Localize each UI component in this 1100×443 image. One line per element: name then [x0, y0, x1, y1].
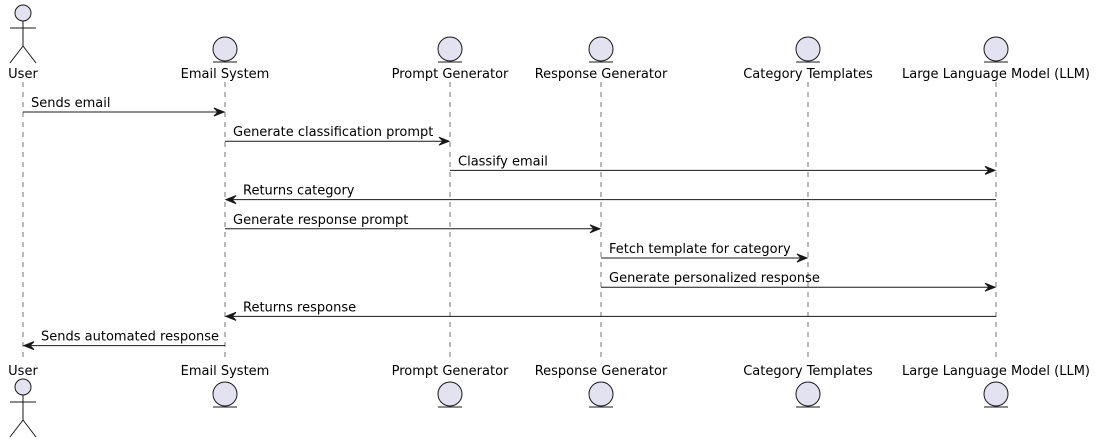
participant-label-bottom-email: Email System [181, 364, 270, 379]
arrowhead-icon [224, 311, 237, 321]
participants-bottom: User Email System Prompt Generator Response… [8, 364, 1090, 438]
participant-label-bottom-response: Response Generator [535, 364, 668, 379]
bottom-email-entity-icon [212, 381, 238, 408]
message-3: Classify email [450, 154, 997, 175]
arrowhead-icon [984, 165, 997, 175]
participant-label-bottom-templates: Category Templates [743, 364, 873, 379]
top-prompt-entity-icon [437, 36, 463, 63]
participant-label-top-email: Email System [181, 67, 270, 82]
top-user-actor-icon [9, 4, 37, 64]
bottom-user-actor-icon [9, 378, 37, 438]
participant-label-top-prompt: Prompt Generator [392, 67, 509, 82]
arrowhead-icon [984, 282, 997, 292]
message-label: Returns category [243, 184, 355, 199]
participant-label-bottom-prompt: Prompt Generator [392, 364, 509, 379]
participant-label-top-templates: Category Templates [743, 67, 873, 82]
arrowhead-icon [213, 107, 226, 117]
bottom-templates-entity-icon [795, 381, 821, 408]
top-email-entity-icon [212, 36, 238, 63]
message-label: Classify email [458, 154, 548, 169]
message-8: Returns response [224, 300, 996, 321]
top-llm-entity-icon [983, 36, 1009, 63]
lifelines [22, 82, 997, 360]
message-7: Generate personalized response [601, 271, 997, 292]
message-4: Returns category [224, 184, 996, 205]
arrowhead-icon [224, 195, 237, 205]
message-label: Generate personalized response [609, 271, 820, 286]
message-label: Returns response [243, 300, 356, 315]
arrowhead-icon [796, 253, 809, 263]
message-label: Sends automated response [41, 330, 219, 345]
message-label: Generate response prompt [233, 213, 408, 228]
message-6: Fetch template for category [601, 242, 809, 263]
arrowhead-icon [589, 224, 602, 234]
participant-label-top-llm: Large Language Model (LLM) [902, 67, 1090, 82]
message-1: Sends email [23, 96, 226, 117]
participant-label-bottom-user: User [8, 364, 38, 379]
participant-label-top-user: User [8, 67, 38, 82]
participant-label-top-response: Response Generator [535, 67, 668, 82]
bottom-llm-entity-icon [983, 381, 1009, 408]
bottom-prompt-entity-icon [437, 381, 463, 408]
arrowhead-icon [438, 136, 451, 146]
message-9: Sends automated response [22, 330, 225, 351]
arrowhead-icon [22, 341, 35, 351]
top-response-entity-icon [588, 36, 614, 63]
participants-top: User Email System Prompt Generator Response… [8, 4, 1090, 82]
message-5: Generate response prompt [225, 213, 602, 234]
bottom-response-entity-icon [588, 381, 614, 408]
message-label: Sends email [31, 96, 111, 111]
participant-label-bottom-llm: Large Language Model (LLM) [902, 364, 1090, 379]
top-templates-entity-icon [795, 36, 821, 63]
message-2: Generate classification prompt [225, 125, 451, 146]
message-label: Generate classification prompt [233, 125, 433, 140]
message-label: Fetch template for category [609, 242, 791, 257]
